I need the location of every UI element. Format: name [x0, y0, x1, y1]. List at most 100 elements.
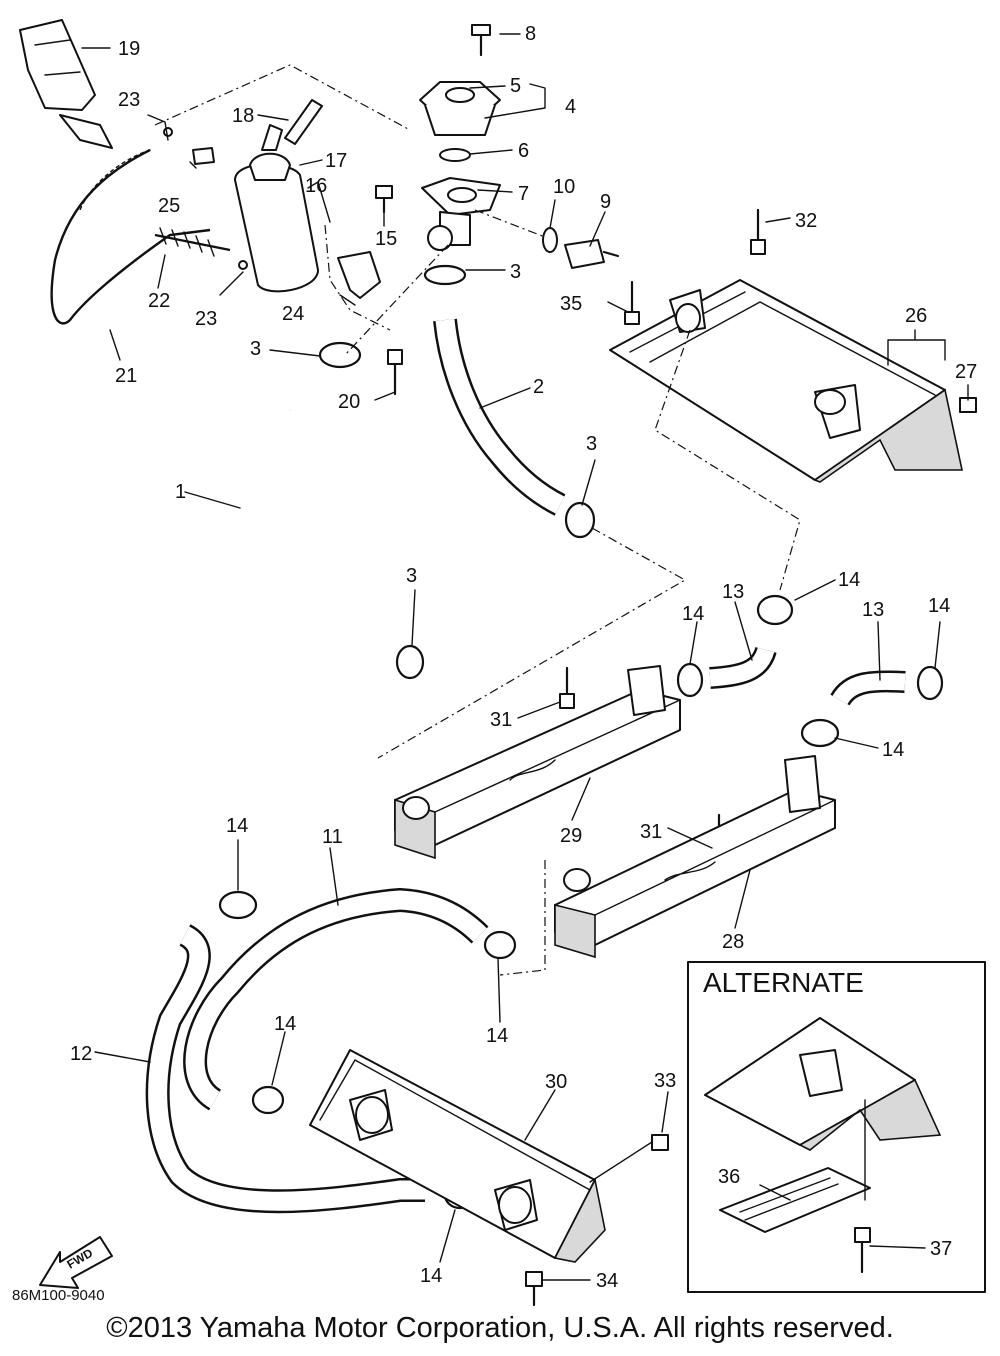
clamp-14-c — [916, 665, 944, 701]
label-23-b: 23 — [195, 308, 217, 330]
label-14-g: 14 — [274, 1013, 296, 1035]
label-11: 11 — [322, 826, 343, 848]
label-4: 4 — [565, 96, 576, 118]
thermostat-housing-7 — [421, 177, 501, 251]
hose-13-left — [709, 646, 777, 689]
hose-22 — [154, 227, 231, 257]
label-14-h: 14 — [420, 1265, 442, 1287]
bolt-34 — [525, 1271, 543, 1307]
clamp-14-g — [251, 1085, 285, 1115]
o-ring-6 — [439, 148, 471, 162]
hose-11 — [183, 887, 489, 1111]
label-3-c: 3 — [586, 433, 597, 455]
fitting-25 — [192, 147, 215, 165]
label-32: 32 — [795, 210, 817, 232]
label-22: 22 — [148, 290, 170, 312]
clamp-14-a — [756, 594, 794, 626]
cap-assembly-4 — [419, 81, 501, 136]
radiator-28 — [554, 755, 836, 959]
label-8: 8 — [525, 23, 536, 45]
label-3-a: 3 — [510, 261, 521, 283]
label-9: 9 — [600, 191, 611, 213]
label-31-a: 31 — [490, 709, 512, 731]
lead-line-26 — [654, 329, 801, 591]
label-10: 10 — [553, 176, 575, 198]
clamp-3-lower — [395, 644, 425, 680]
bolt-15 — [375, 185, 393, 214]
sensor-9 — [564, 239, 620, 269]
label-1: 1 — [175, 481, 186, 503]
lead-line-28 — [499, 860, 546, 976]
label-36: 36 — [718, 1166, 740, 1188]
label-3-d: 3 — [406, 565, 417, 587]
label-34: 34 — [596, 1270, 618, 1292]
bracket-19 — [19, 19, 113, 149]
hose-13-right — [830, 670, 906, 707]
label-24: 24 — [282, 303, 304, 325]
label-7: 7 — [518, 183, 529, 205]
label-3-b: 3 — [250, 338, 261, 360]
gasket-10 — [542, 227, 558, 253]
label-21: 21 — [115, 365, 137, 387]
label-20: 20 — [338, 391, 360, 413]
label-33: 33 — [654, 1070, 676, 1092]
label-14-e: 14 — [226, 815, 248, 837]
label-14-d: 14 — [882, 739, 904, 761]
bolt-31-a — [559, 666, 575, 709]
label-26: 26 — [905, 305, 927, 327]
label-14-a: 14 — [838, 569, 860, 591]
clamp-3-left — [318, 341, 362, 369]
label-14-f: 14 — [486, 1025, 508, 1047]
hose-12 — [145, 924, 425, 1214]
lead-line-10 — [474, 209, 546, 238]
bracket-24 — [337, 251, 381, 299]
label-37: 37 — [930, 1238, 952, 1260]
clamp-14-b — [676, 662, 704, 698]
label-13-b: 13 — [862, 599, 884, 621]
label-6: 6 — [518, 140, 529, 162]
clamp-14-d — [800, 718, 840, 748]
lead-line-18 — [154, 64, 411, 131]
clamp-3-mid — [564, 501, 596, 539]
radiator-26 — [609, 279, 963, 483]
parts-diagram: FWD ALTERNATE — [12, 19, 986, 1307]
clamp-3-upper — [423, 264, 467, 286]
label-17: 17 — [325, 150, 347, 172]
label-13-a: 13 — [722, 581, 744, 603]
clamp-14-e — [218, 890, 258, 920]
part-numbers: 19 8 5 4 6 7 10 9 3 18 23 17 16 25 15 22… — [12, 23, 977, 1304]
label-27: 27 — [955, 361, 977, 383]
copyright-notice: ©2013 Yamaha Motor Corporation, U.S.A. A… — [106, 1312, 894, 1344]
bolt-27 — [959, 397, 977, 413]
label-leaders — [81, 33, 969, 1281]
label-18: 18 — [232, 105, 254, 127]
hose-2 — [433, 318, 566, 516]
radiator-30 — [309, 1049, 606, 1263]
label-28: 28 — [722, 931, 744, 953]
lead-line-2 — [377, 527, 687, 759]
breather-hose-21 — [50, 148, 211, 325]
alternate-title: ALTERNATE — [703, 967, 864, 998]
clamp-14-f — [483, 930, 517, 960]
label-25: 25 — [158, 195, 180, 217]
label-31-b: 31 — [640, 821, 662, 843]
label-15: 15 — [375, 228, 397, 250]
label-2: 2 — [533, 376, 544, 398]
label-30: 30 — [545, 1071, 567, 1093]
label-14-b: 14 — [682, 603, 704, 625]
label-14-c: 14 — [928, 595, 950, 617]
bolt-20 — [387, 349, 403, 396]
fwd-arrow: FWD — [39, 1236, 113, 1289]
bolt-33 — [589, 1134, 669, 1183]
bolt-8 — [471, 24, 491, 57]
diagram-code: 86M100-9040 — [12, 1287, 105, 1304]
reservoir-tank-16 — [234, 124, 319, 293]
bolt-37 — [854, 1227, 871, 1274]
label-23-a: 23 — [118, 89, 140, 111]
label-12: 12 — [70, 1043, 92, 1065]
label-35: 35 — [560, 293, 582, 315]
label-16: 16 — [305, 175, 327, 197]
hose-1 — [215, 404, 398, 662]
bolt-32 — [750, 208, 766, 255]
label-19: 19 — [118, 38, 140, 60]
